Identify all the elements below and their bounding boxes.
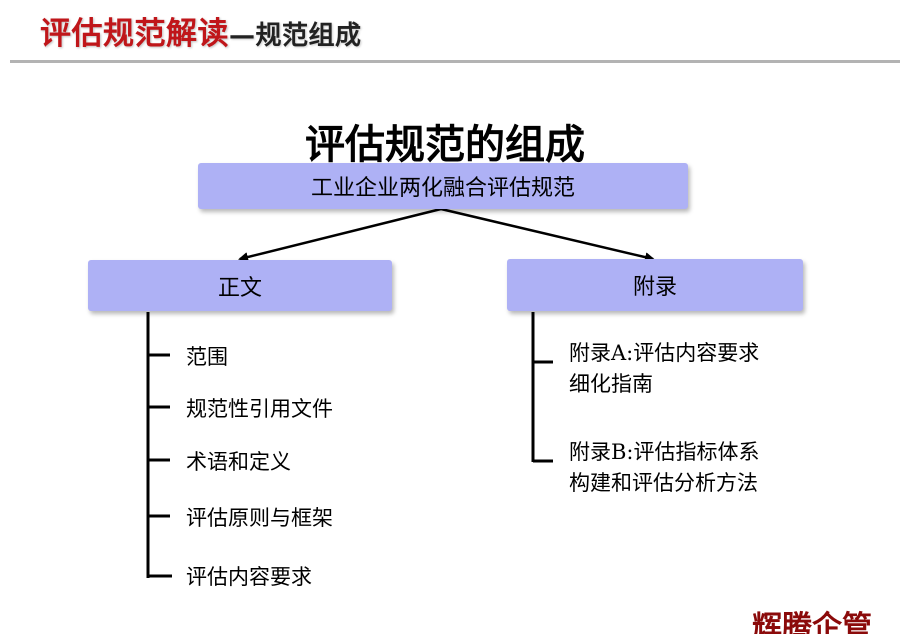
main-text-label: 正文 <box>217 275 262 301</box>
appendix-label: 附录 <box>632 275 677 300</box>
left-item-references: 规范性引用文件 <box>186 397 333 421</box>
header-title-main: 评估规范解读 <box>40 16 229 52</box>
header-title-sub: —规范组成 <box>229 21 362 51</box>
left-item-terms: 术语和定义 <box>186 450 291 474</box>
root-label: 工业企业两化融合评估规范 <box>310 176 575 201</box>
right-item-appendix-a: 附录A:评估内容要求 细化指南 <box>569 338 759 400</box>
root-box: 工业企业两化融合评估规范 <box>198 163 688 209</box>
left-item-principles: 评估原则与框架 <box>186 506 333 530</box>
right-bracket <box>531 312 553 463</box>
appendix-b-line2: 构建和评估分析方法 <box>569 471 758 495</box>
arrow-to-left <box>238 207 442 262</box>
appendix-a-line1: 附录A:评估内容要求 <box>569 341 760 365</box>
right-item-appendix-b: 附录B:评估指标体系 构建和评估分析方法 <box>569 437 760 499</box>
slide-header: 评估规范解读 —规范组成 <box>40 8 362 52</box>
appendix-box: 附录 <box>507 259 803 311</box>
diagram-title: 评估规范的组成 <box>305 122 585 168</box>
header-divider <box>10 60 900 63</box>
company-logo: 辉腾企管 <box>752 610 872 634</box>
left-item-requirements: 评估内容要求 <box>186 565 312 589</box>
appendix-b-line1: 附录B:评估指标体系 <box>569 440 760 464</box>
left-item-scope: 范围 <box>186 345 228 369</box>
appendix-a-line2: 细化指南 <box>569 372 653 396</box>
main-text-box: 正文 <box>88 260 392 311</box>
arrow-to-right <box>440 207 655 263</box>
left-bracket <box>146 312 172 578</box>
